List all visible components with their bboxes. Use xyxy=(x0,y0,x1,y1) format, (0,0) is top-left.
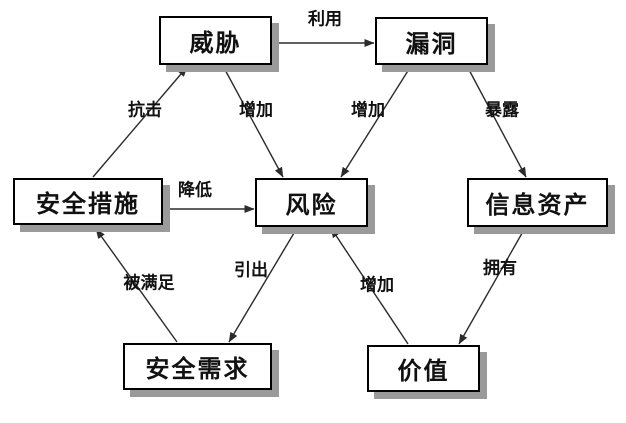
edge-label-owns: 拥有 xyxy=(483,258,517,279)
edge-label-reduces: 降低 xyxy=(178,180,212,201)
edge-label-increases-value-risk: 增加 xyxy=(360,275,394,296)
edge-security-requirements-security-measures-line xyxy=(95,228,178,343)
node-security-measures: 安全措施 xyxy=(13,178,163,225)
node-vulnerability: 漏洞 xyxy=(375,17,488,65)
node-value: 价值 xyxy=(367,345,480,392)
edge-label-increases-threat-risk: 增加 xyxy=(239,100,273,121)
edge-security-measures-threat-line xyxy=(92,66,188,178)
edge-vulnerability-information-assets-line xyxy=(466,65,527,178)
edge-value-risk-line xyxy=(330,227,409,345)
edge-label-exposes: 暴露 xyxy=(485,100,519,121)
edge-label-increases-vulnerability-risk: 增加 xyxy=(351,100,385,121)
edge-label-resists: 抗击 xyxy=(128,100,162,121)
edge-vulnerability-risk-line xyxy=(340,65,412,178)
edge-label-satisfied-by: 被满足 xyxy=(123,273,175,294)
node-threat: 威胁 xyxy=(159,16,272,65)
edge-label-exploits: 利用 xyxy=(308,9,342,30)
edge-information-assets-value-line xyxy=(458,227,526,345)
edge-label-leads-to: 引出 xyxy=(234,260,268,281)
edge-threat-risk-line xyxy=(222,65,284,178)
edge-risk-security-requirements-line xyxy=(228,227,298,343)
node-risk: 风险 xyxy=(255,178,368,227)
node-security-requirements: 安全需求 xyxy=(123,343,272,390)
node-information-assets: 信息资产 xyxy=(467,178,608,227)
